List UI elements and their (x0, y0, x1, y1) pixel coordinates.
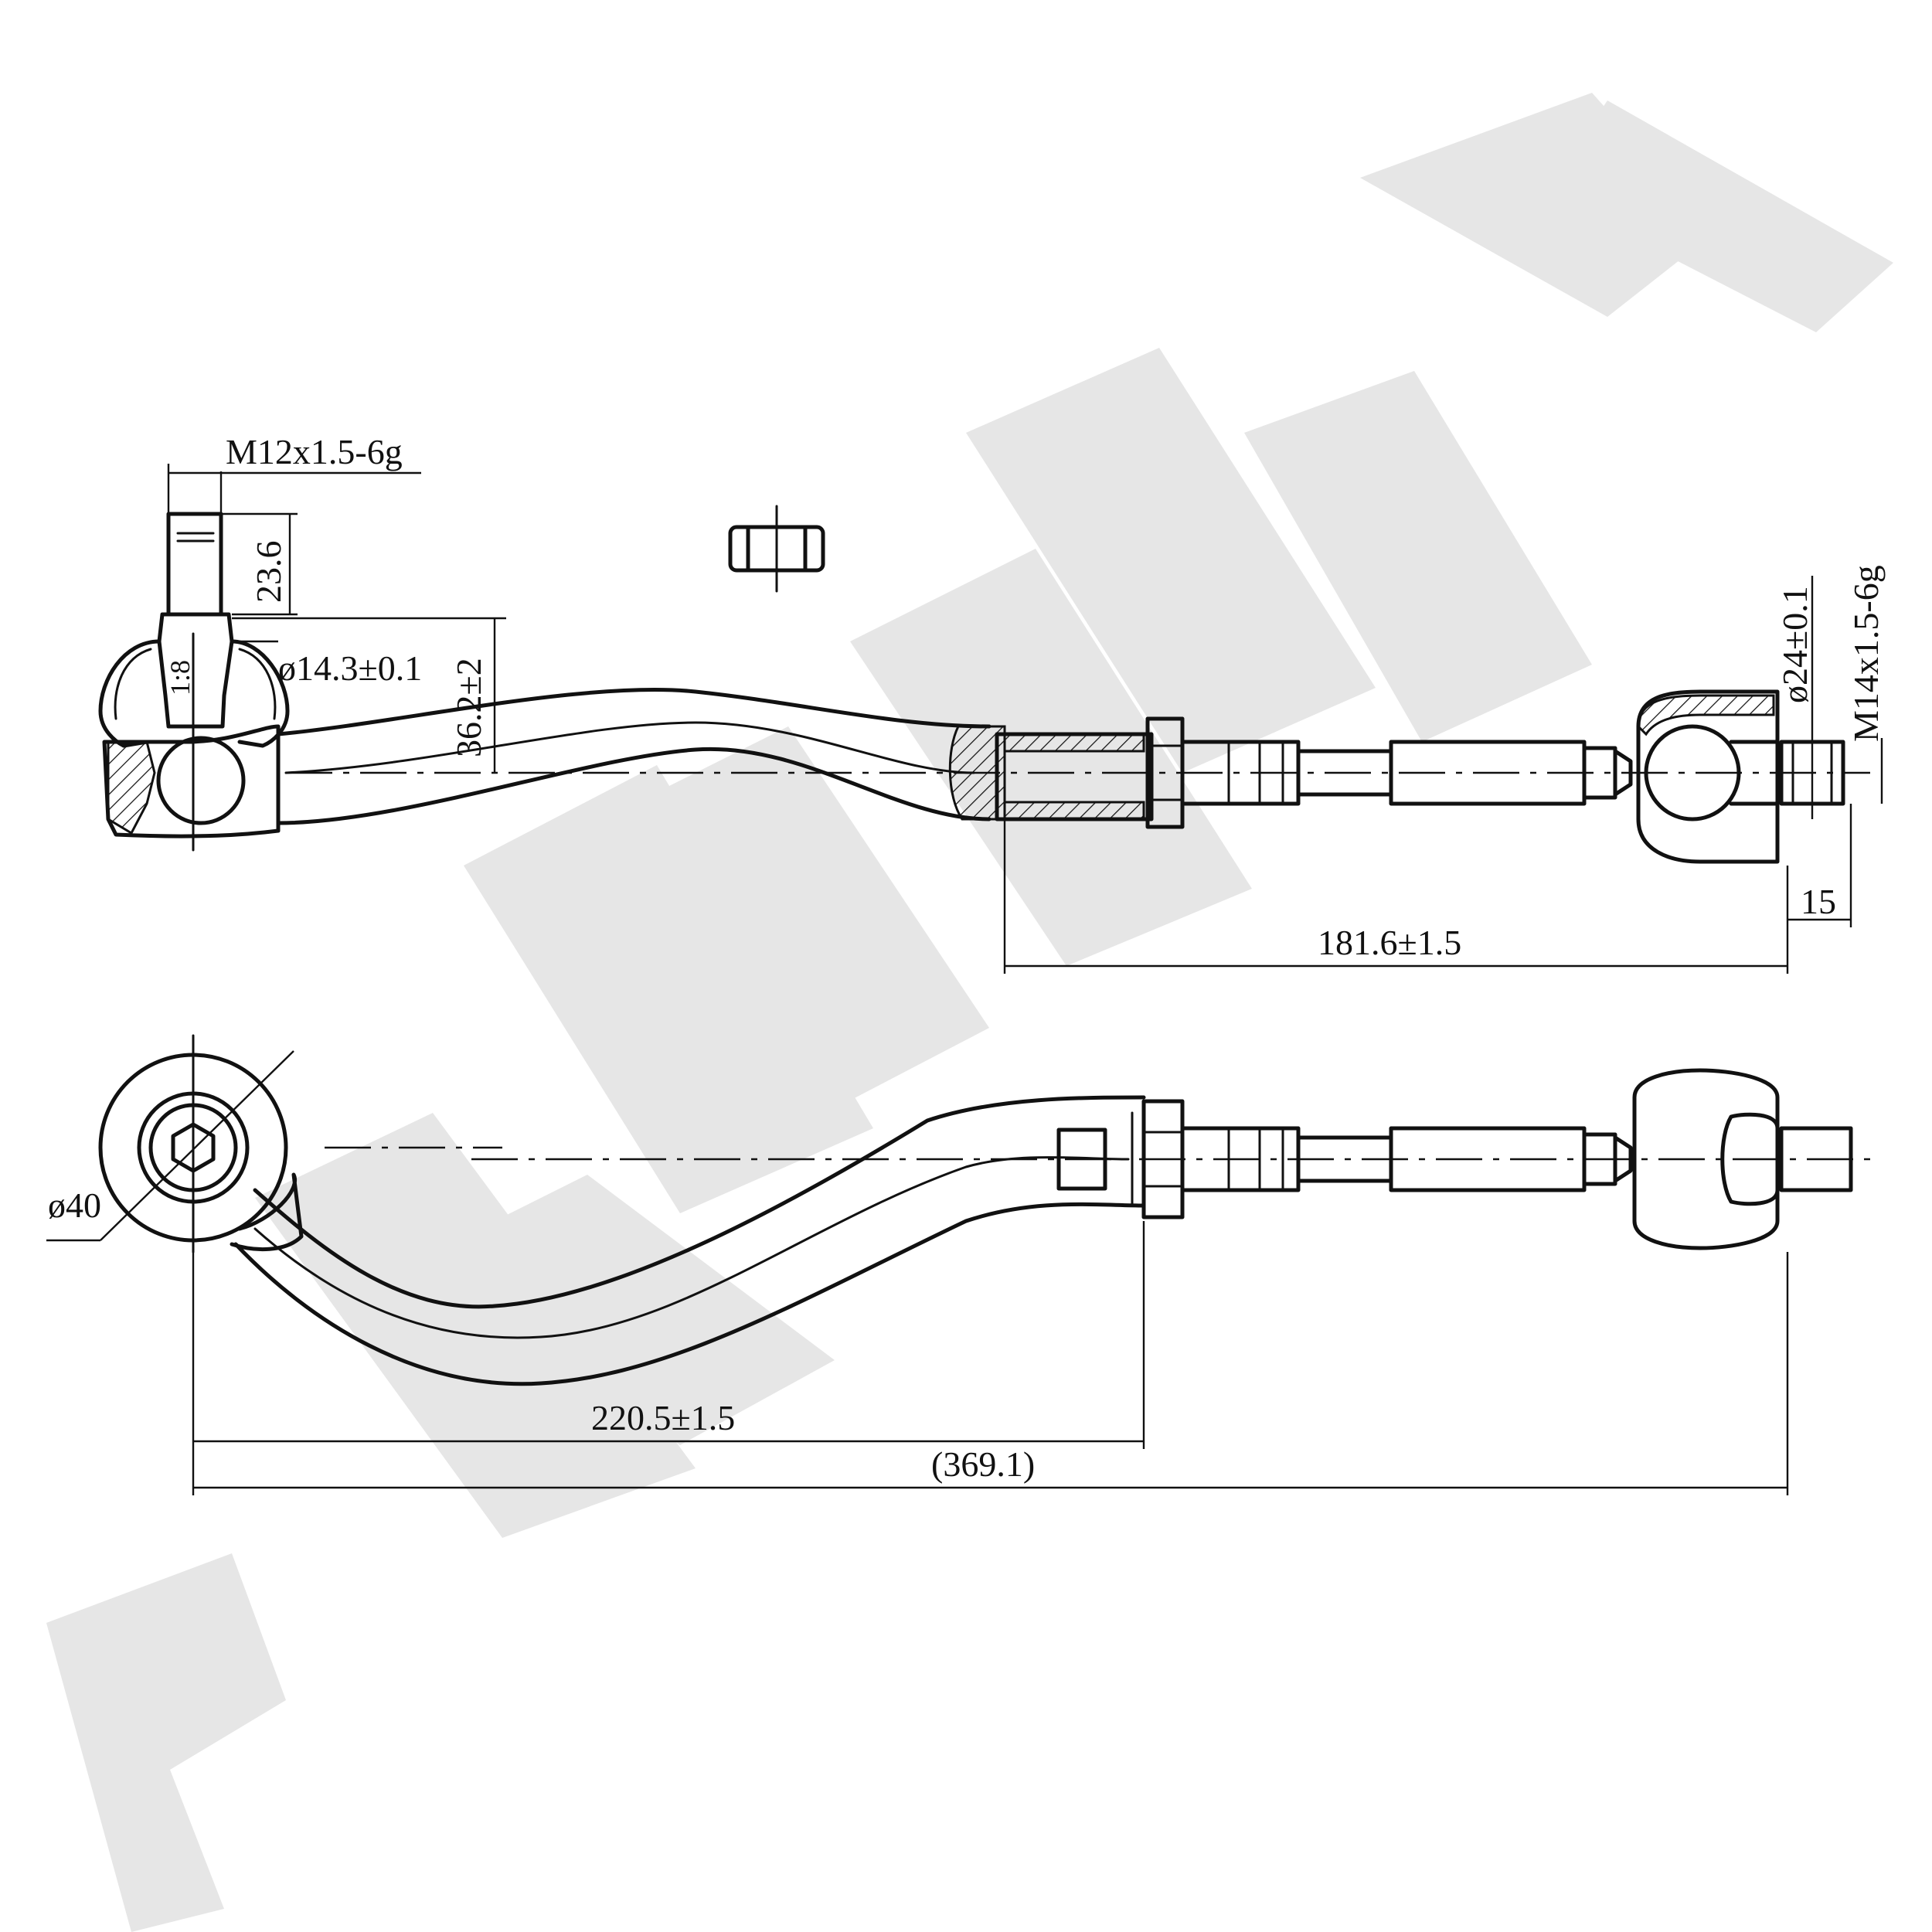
dimension-lines (46, 464, 1883, 1495)
label-total-length: (369.1) (931, 1444, 1035, 1484)
label-inner-thread: M14x1.5-6g (1846, 565, 1886, 742)
label-ball-offset: 36.2±2 (449, 658, 488, 757)
watermark-logo (46, 93, 1893, 1932)
label-cone-diameter: ø14.3±0.1 (278, 648, 422, 688)
label-inner-length: 181.6±1.5 (1318, 923, 1461, 962)
label-inner-ball-diameter: ø24±0.1 (1775, 586, 1815, 703)
plan-view (98, 1034, 1870, 1386)
hex-nut-icon (728, 505, 825, 593)
label-taper: 1:8 (165, 660, 196, 696)
side-view (98, 505, 1870, 864)
label-thread-stud: M12x1.5-6g (226, 432, 403, 471)
label-thread-length: 15 (1801, 882, 1836, 921)
label-eye-diameter: ø40 (48, 1185, 101, 1225)
label-stud-length: 23.6 (249, 541, 288, 604)
label-outer-length: 220.5±1.5 (591, 1398, 735, 1437)
